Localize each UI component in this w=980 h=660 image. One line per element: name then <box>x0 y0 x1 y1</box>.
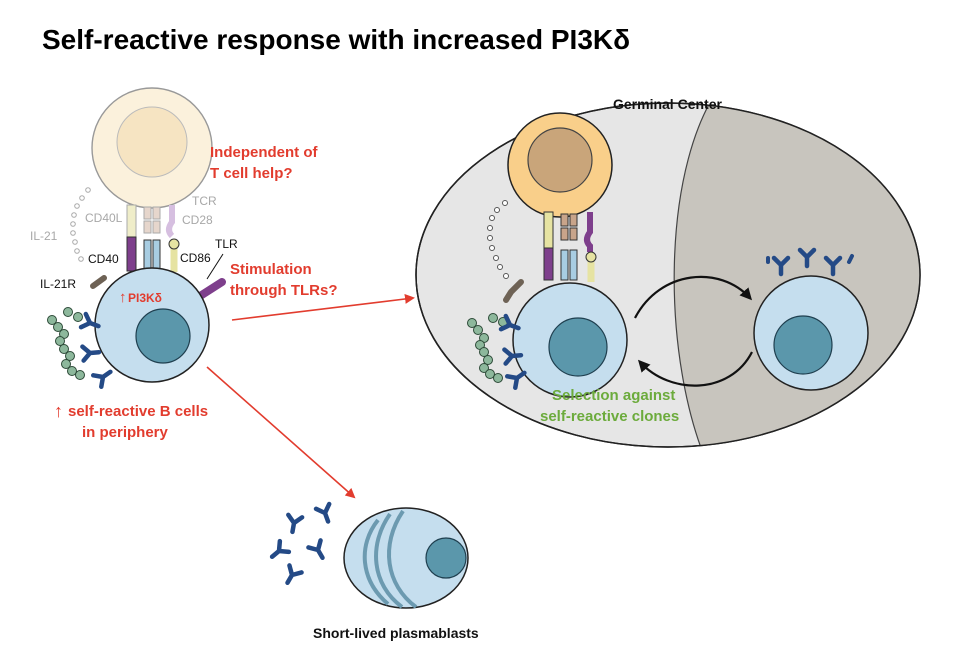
selection-label-line2: self-reactive clones <box>540 408 679 425</box>
selection-label-line1: Selection against <box>552 387 675 404</box>
label-il21: IL-21 <box>30 229 58 243</box>
annotation-tlr-line2: through TLRs? <box>230 282 337 299</box>
label-il21r: IL-21R <box>40 277 76 291</box>
annotation-t-cell-help-line1: Independent of <box>210 144 318 161</box>
annotation-tlr-line1: Stimulation <box>230 261 312 278</box>
secreted-antibodies <box>268 504 335 586</box>
left-il21-dots <box>70 187 91 262</box>
plasmablast-label: Short-lived plasmablasts <box>313 625 479 641</box>
left-t-cell <box>91 87 213 209</box>
gc-b-cell <box>512 282 628 398</box>
annotation-t-cell-help-line2: T cell help? <box>210 165 293 182</box>
germinal-center-label: Germinal Center <box>613 96 722 112</box>
label-tcr: TCR <box>192 194 217 208</box>
germinal-center-dark-zone <box>673 103 920 447</box>
up-arrow-pi3k: ↑ <box>119 289 127 306</box>
annotation-periphery-line2: in periphery <box>82 424 169 441</box>
diagram-title: Self-reactive response with increased PI… <box>42 24 630 55</box>
up-arrow-periphery: ↑ <box>54 401 63 421</box>
arrow-to-plasmablasts <box>206 366 356 499</box>
arrow-to-germinal-center <box>231 294 415 321</box>
label-cd28: CD28 <box>182 213 213 227</box>
cycle-arrow-to-dark-zone <box>634 275 753 319</box>
dark-zone-b-cell <box>753 275 869 391</box>
left-antigen-chain <box>47 307 85 380</box>
dark-zone-b-cell-bcr <box>766 250 854 274</box>
label-pi3k: PI3Kδ <box>128 291 162 305</box>
label-cd40: CD40 <box>88 252 119 266</box>
gc-il21-dots <box>487 200 509 279</box>
annotation-periphery-line1: self-reactive B cells <box>68 403 208 420</box>
label-tlr: TLR <box>215 237 238 251</box>
tlr-pointer-line <box>206 253 224 280</box>
plasmablast-cell <box>343 507 469 609</box>
left-b-cell <box>94 267 210 383</box>
germinal-center: Germinal Center <box>415 96 921 448</box>
label-cd40l: CD40L <box>85 211 123 225</box>
cycle-arrow-to-light-zone <box>637 351 753 387</box>
gc-t-cell <box>507 112 613 218</box>
gc-receptors <box>503 211 597 303</box>
label-cd86: CD86 <box>180 251 211 265</box>
gc-antigen-chain <box>467 313 508 383</box>
